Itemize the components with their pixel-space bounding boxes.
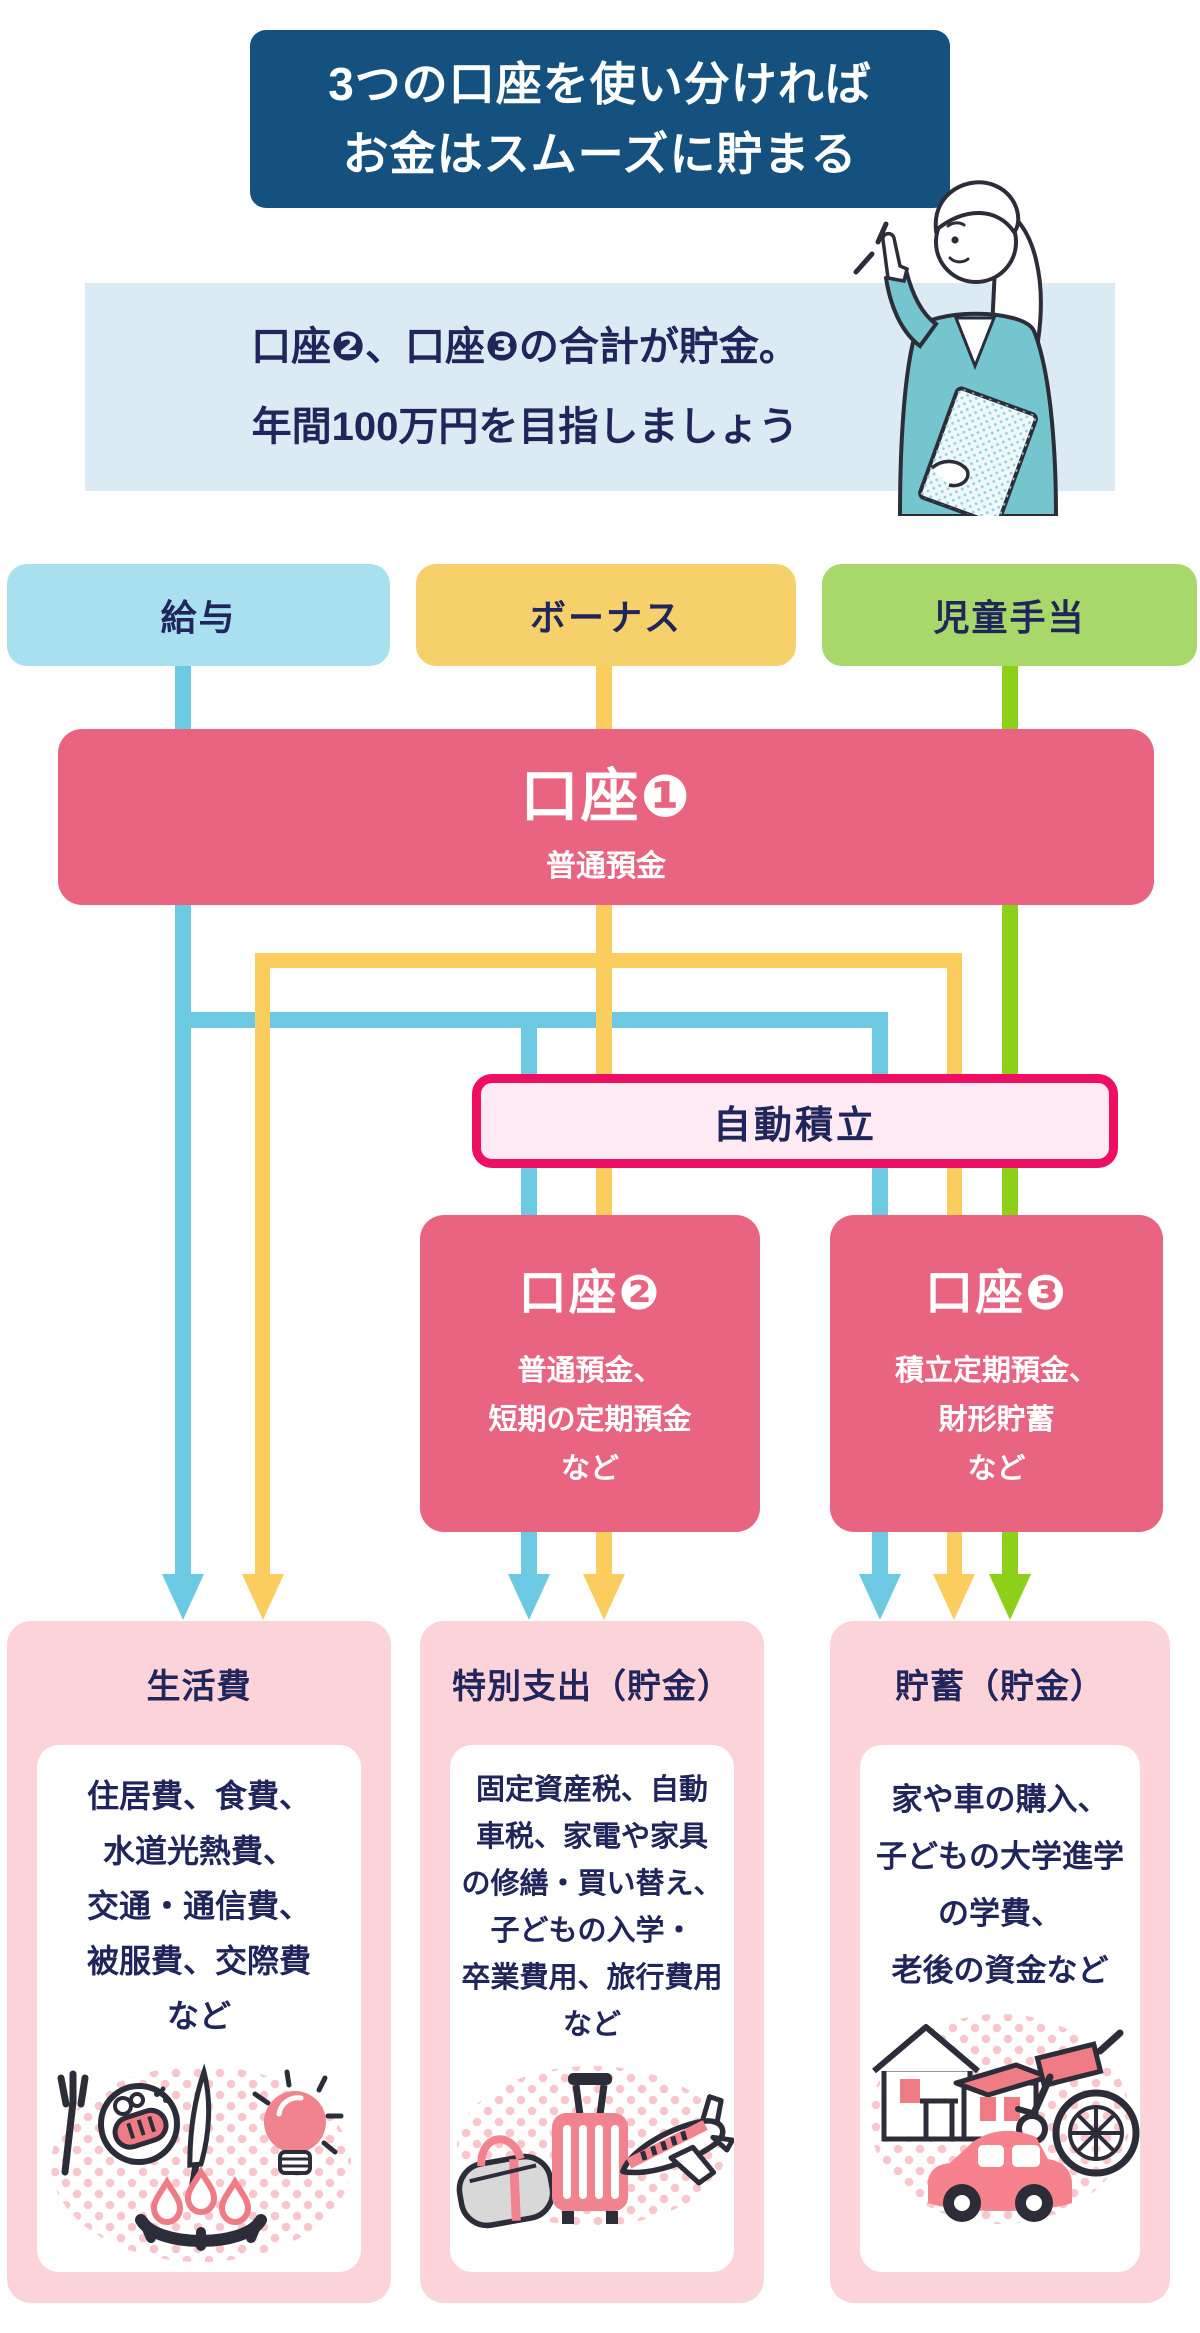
source-salary: 給与 bbox=[7, 564, 390, 666]
smile bbox=[948, 256, 970, 264]
page-title-line1: 3つの口座を使い分ければ bbox=[328, 58, 872, 110]
source-child-allowance: 児童手当 bbox=[822, 564, 1197, 666]
pointing-hand bbox=[881, 231, 910, 284]
wheelchair-icon bbox=[1015, 2029, 1140, 2177]
account3-name: 口座❸ bbox=[925, 1267, 1068, 1320]
savings-icons bbox=[870, 2014, 1140, 2224]
arrow-blue-special bbox=[508, 1574, 550, 1620]
shirt bbox=[953, 316, 997, 371]
flow-line-bonus-branch bbox=[255, 953, 962, 968]
special-spending-items: 固定資産税、自動 車税、家電や家具 の修繕・買い替え、 子どもの入学・ 卒業費用… bbox=[461, 1774, 723, 2041]
account1-type: 普通預金 bbox=[546, 850, 666, 883]
auto-transfer-box: 自動積立 bbox=[472, 1074, 1118, 1168]
eyebrow bbox=[946, 221, 966, 228]
note-line2: 年間100万円を目指しましょう bbox=[251, 405, 799, 449]
flow-line-bonus-to-living bbox=[255, 953, 270, 1578]
account1-box: 口座❶ 普通預金 bbox=[58, 729, 1154, 905]
hair-front bbox=[933, 180, 1021, 236]
savings-box: 貯蓄（貯金） 家や車の購入、 子どもの大学進学 の学費、 老後の資金など bbox=[830, 1621, 1170, 2303]
eye bbox=[951, 236, 959, 244]
raised-arm bbox=[883, 267, 939, 349]
arrow-blue-savings bbox=[859, 1574, 901, 1620]
lightbulb-icon bbox=[252, 2069, 344, 2175]
note-text: 口座❷、口座❸の合計が貯金。 年間100万円を目指しましょう bbox=[85, 283, 965, 491]
arrow-yellow-living bbox=[242, 1574, 284, 1620]
sparkle-icon bbox=[853, 221, 889, 275]
source-bonus: ボーナス bbox=[416, 564, 796, 666]
account2-box: 口座❷ 普通預金、 短期の定期預金 など bbox=[420, 1215, 760, 1532]
flow-line-account3-exit-blue bbox=[872, 1532, 888, 1578]
living-expenses-box: 生活費 住居費、食費、 水道光熱費、 交通・通信費、 被服費、交際費 など bbox=[7, 1621, 391, 2303]
flow-line-account3-exit-yellow bbox=[947, 1532, 962, 1578]
house-icon bbox=[872, 2024, 1051, 2142]
note-line1: 口座❷、口座❸の合計が貯金。 bbox=[251, 325, 799, 369]
account2-name: 口座❷ bbox=[518, 1267, 662, 1320]
source-bonus-label: ボーナス bbox=[529, 597, 682, 638]
living-expenses-items: 住居費、食費、 水道光熱費、 交通・通信費、 被服費、交際費 など bbox=[86, 1778, 311, 2034]
flow-line-account2-exit-blue bbox=[521, 1532, 537, 1578]
special-spending-panel: 固定資産税、自動 車税、家電や家具 の修繕・買い替え、 子どもの入学・ 卒業費用… bbox=[450, 1745, 734, 2272]
page-title-line2: お金はスムーズに貯まる bbox=[342, 128, 858, 180]
account1-name: 口座❶ bbox=[520, 764, 692, 829]
duffel-bag-icon bbox=[456, 2135, 556, 2229]
advisor-woman-illustration bbox=[853, 180, 1059, 516]
flow-line-account2-exit-yellow bbox=[596, 1532, 612, 1578]
arrow-yellow-savings bbox=[933, 1574, 975, 1620]
flow-line-account3-exit-green bbox=[1002, 1532, 1018, 1578]
special-spending-title: 特別支出（貯金） bbox=[452, 1667, 732, 1706]
special-spending-box: 特別支出（貯金） 固定資産税、自動 車税、家電や家具 の修繕・買い替え、 子ども… bbox=[420, 1621, 764, 2303]
source-salary-label: 給与 bbox=[160, 597, 237, 638]
page-title: 3つの口座を使い分ければ お金はスムーズに貯まる bbox=[250, 30, 950, 208]
plate-icon bbox=[98, 2083, 180, 2165]
arrow-yellow-special bbox=[583, 1574, 625, 1620]
fork-icon bbox=[57, 2070, 89, 2176]
folder-icon bbox=[918, 386, 1038, 516]
savings-items: 家や車の購入、 子どもの大学進学 の学費、 老後の資金など bbox=[876, 1782, 1124, 1988]
car-icon bbox=[928, 2130, 1072, 2222]
living-expenses-icons bbox=[51, 2063, 351, 2262]
holding-hand bbox=[930, 459, 970, 488]
account3-box: 口座❸ 積立定期預金、 財形貯蓄 など bbox=[830, 1215, 1163, 1532]
arrow-blue-living bbox=[162, 1574, 204, 1620]
auto-transfer-label: 自動積立 bbox=[712, 1104, 877, 1147]
living-expenses-panel: 住居費、食費、 水道光熱費、 交通・通信費、 被服費、交際費 など bbox=[37, 1745, 361, 2272]
airplane-icon bbox=[620, 2094, 734, 2186]
account3-types: 積立定期預金、 財形貯蓄 など bbox=[894, 1355, 1098, 1485]
gas-stove-icon bbox=[135, 2166, 267, 2251]
source-child-allowance-label: 児童手当 bbox=[933, 597, 1086, 638]
special-spending-icons bbox=[456, 2066, 734, 2229]
suitcase-icon bbox=[552, 2073, 628, 2224]
living-expenses-title: 生活費 bbox=[146, 1667, 252, 1706]
savings-panel: 家や車の購入、 子どもの大学進学 の学費、 老後の資金など bbox=[860, 1745, 1140, 2272]
savings-title: 貯蓄（貯金） bbox=[895, 1667, 1105, 1706]
account2-types: 普通預金、 短期の定期預金 など bbox=[488, 1355, 692, 1485]
arrow-green-savings bbox=[989, 1574, 1031, 1620]
